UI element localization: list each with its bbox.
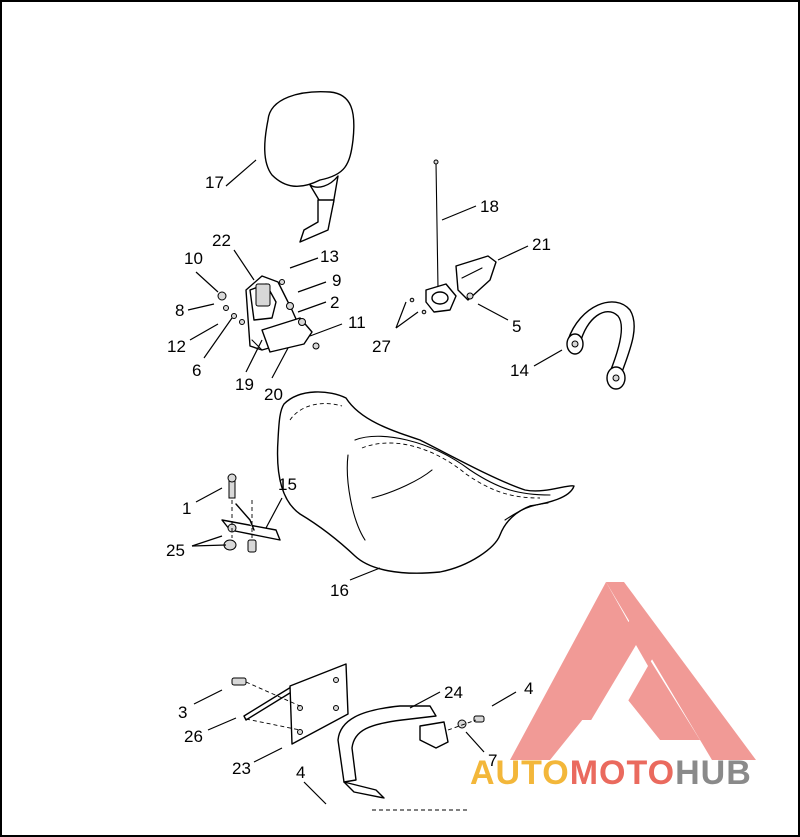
watermark-text: AUTOMOTOHUB xyxy=(470,754,752,792)
callout-6: 6 xyxy=(192,361,201,380)
leader-lines xyxy=(187,159,563,805)
callout-11: 11 xyxy=(348,313,366,332)
callout-21: 21 xyxy=(532,235,551,254)
callout-15: 15 xyxy=(278,475,297,494)
front-seat-mount xyxy=(221,473,281,553)
callout-5: 5 xyxy=(512,317,521,336)
callout-23: 23 xyxy=(232,759,251,778)
callout-18: 18 xyxy=(480,197,499,216)
callout-10: 10 xyxy=(184,249,203,268)
callout-16: 16 xyxy=(330,581,349,600)
callout-labels: 17 18 21 22 10 13 9 8 2 11 12 6 19 20 27… xyxy=(166,173,551,782)
callout-4-upper: 4 xyxy=(524,679,533,698)
callout-22: 22 xyxy=(212,231,231,250)
watermark-auto: AUTO xyxy=(470,754,570,792)
callout-13: 13 xyxy=(320,247,339,266)
callout-25: 25 xyxy=(166,541,185,560)
backrest-pad xyxy=(264,91,355,243)
callout-27: 27 xyxy=(372,337,391,356)
seat xyxy=(276,391,575,574)
callout-14: 14 xyxy=(510,361,529,380)
watermark-logo xyxy=(510,582,756,760)
grab-strap xyxy=(566,301,635,390)
callout-24: 24 xyxy=(444,683,463,702)
callout-1: 1 xyxy=(182,499,191,518)
watermark-hub: HUB xyxy=(675,754,752,792)
callout-4-lower: 4 xyxy=(296,763,305,782)
callout-26: 26 xyxy=(184,727,203,746)
callout-7: 7 xyxy=(488,751,497,770)
antenna-assembly xyxy=(409,159,497,315)
callout-3: 3 xyxy=(178,703,187,722)
rear-mount-assembly xyxy=(231,663,485,811)
callout-8: 8 xyxy=(175,301,184,320)
callout-20: 20 xyxy=(264,385,283,404)
backrest-mount-assembly xyxy=(217,275,320,353)
callout-19: 19 xyxy=(235,375,254,394)
callout-2: 2 xyxy=(330,293,339,312)
callout-17: 17 xyxy=(205,173,224,192)
callout-12: 12 xyxy=(167,337,186,356)
callout-9: 9 xyxy=(332,271,341,290)
watermark-moto: MOTO xyxy=(570,754,675,792)
